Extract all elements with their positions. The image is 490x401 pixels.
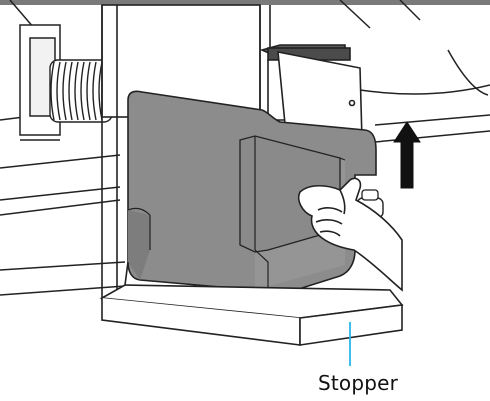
stopper [299,304,403,346]
stopper-tray [99,261,404,346]
up-arrow-icon [393,121,421,189]
stopper-callout-label: Stopper [318,371,399,395]
hand [297,177,403,292]
background-lines [0,0,490,296]
waste-tank [127,90,384,300]
screw-icon [348,99,356,107]
top-edge-bar [0,0,490,5]
flexible-duct [49,59,113,123]
